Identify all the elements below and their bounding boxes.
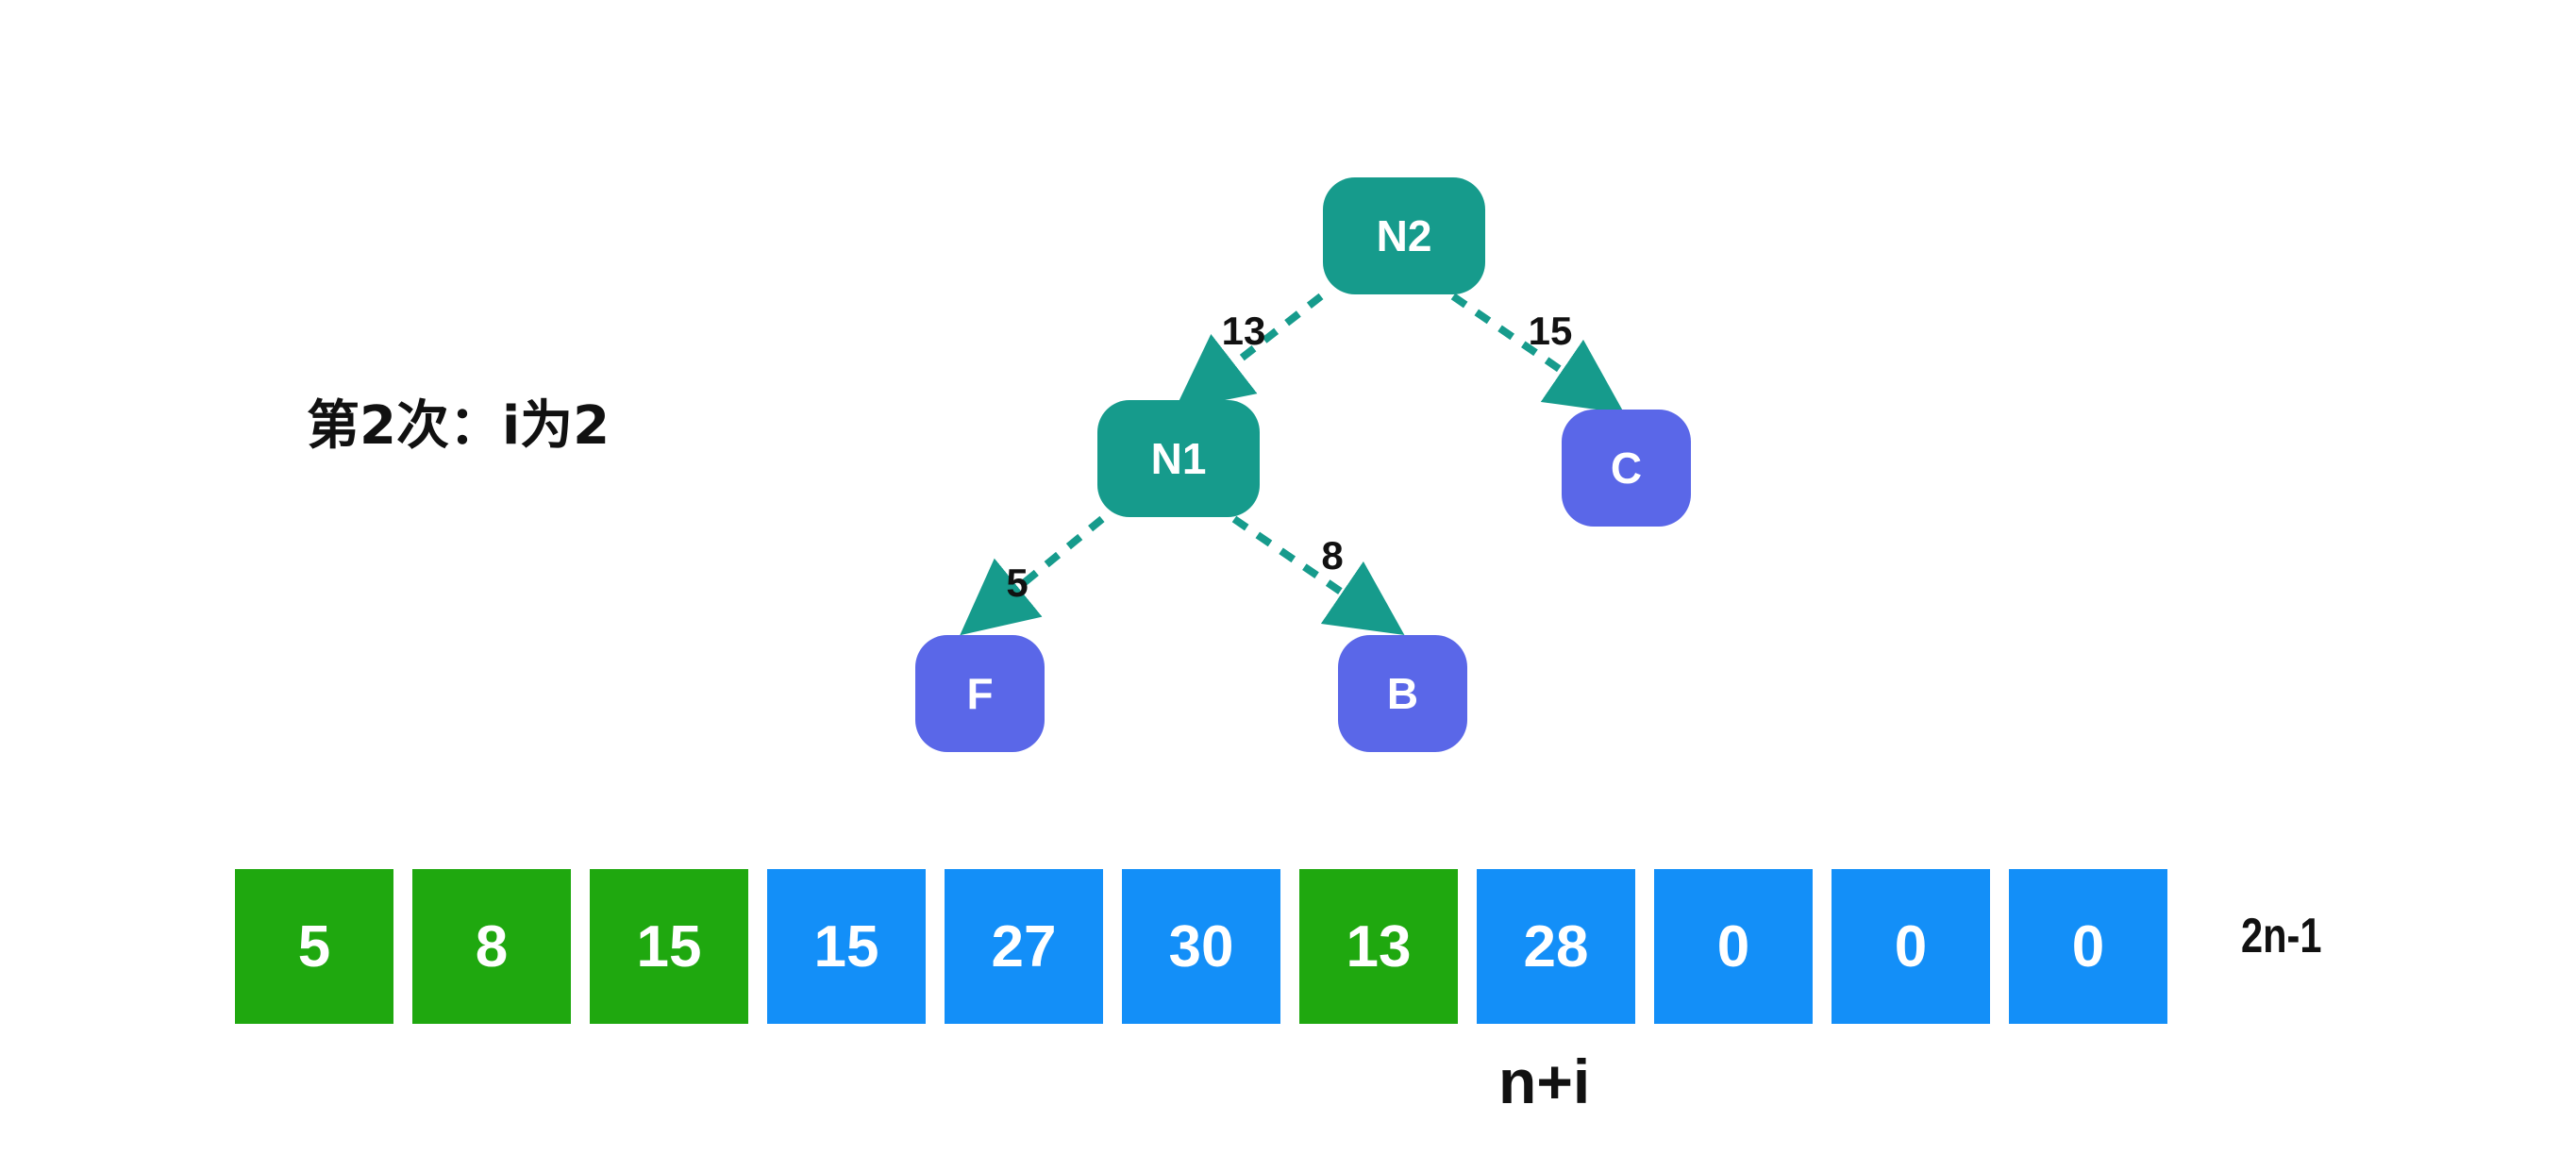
node-label: N1 <box>1151 434 1207 483</box>
array-cell-value: 5 <box>297 913 331 979</box>
node-box <box>1323 177 1485 294</box>
edge-n1-f <box>960 515 1105 636</box>
edge-weight-label: 5 <box>1006 561 1028 605</box>
tree-edges: 13 15 5 8 <box>960 293 1625 636</box>
array-cell-value: 0 <box>2071 913 2105 979</box>
array-cell-value: 15 <box>636 913 702 979</box>
node-label: N2 <box>1377 211 1432 260</box>
tree-node-f: F <box>915 635 1045 752</box>
array-cell: 15 <box>767 869 926 1024</box>
node-label: C <box>1611 444 1642 493</box>
node-box <box>915 635 1045 752</box>
step-label: 第2次：i为2 <box>307 395 611 457</box>
array-size-label: 2n-1 <box>2241 909 2322 963</box>
array-cell-value: 30 <box>1168 913 1234 979</box>
edge-n2-c <box>1450 293 1625 414</box>
array-cell: 8 <box>412 869 571 1024</box>
array-cell-value: 13 <box>1346 913 1412 979</box>
tree-node-b: B <box>1338 635 1467 752</box>
edge-weight-label: 15 <box>1529 309 1573 353</box>
array-cell: 0 <box>1832 869 1990 1024</box>
tree-node-n1: N1 <box>1097 400 1260 517</box>
node-box <box>1562 410 1691 527</box>
array-cell-value: 15 <box>813 913 879 979</box>
edge-n1-b <box>1231 515 1405 636</box>
array-cell: 13 <box>1299 869 1458 1024</box>
edge-weight-label: 13 <box>1222 309 1266 353</box>
tree-node-c: C <box>1562 410 1691 527</box>
array-cell: 5 <box>235 869 393 1024</box>
array-cell: 15 <box>590 869 748 1024</box>
array-cell: 30 <box>1122 869 1280 1024</box>
array-cell: 0 <box>1654 869 1813 1024</box>
array-cell-value: 27 <box>991 913 1057 979</box>
edge-weight-label: 8 <box>1321 533 1343 578</box>
array-cell-value: 8 <box>475 913 509 979</box>
array-cell: 28 <box>1477 869 1635 1024</box>
node-box <box>1097 400 1260 517</box>
array-index-label: n+i <box>1498 1046 1591 1116</box>
node-label: B <box>1387 669 1418 718</box>
array-cell-value: 28 <box>1523 913 1589 979</box>
array-cell-value: 0 <box>1716 913 1750 979</box>
tree-node-n2: N2 <box>1323 177 1485 294</box>
array-cell-value: 0 <box>1894 913 1928 979</box>
array-cell: 0 <box>2009 869 2167 1024</box>
node-label: F <box>966 669 993 718</box>
node-box <box>1338 635 1467 752</box>
array-cell: 27 <box>945 869 1103 1024</box>
